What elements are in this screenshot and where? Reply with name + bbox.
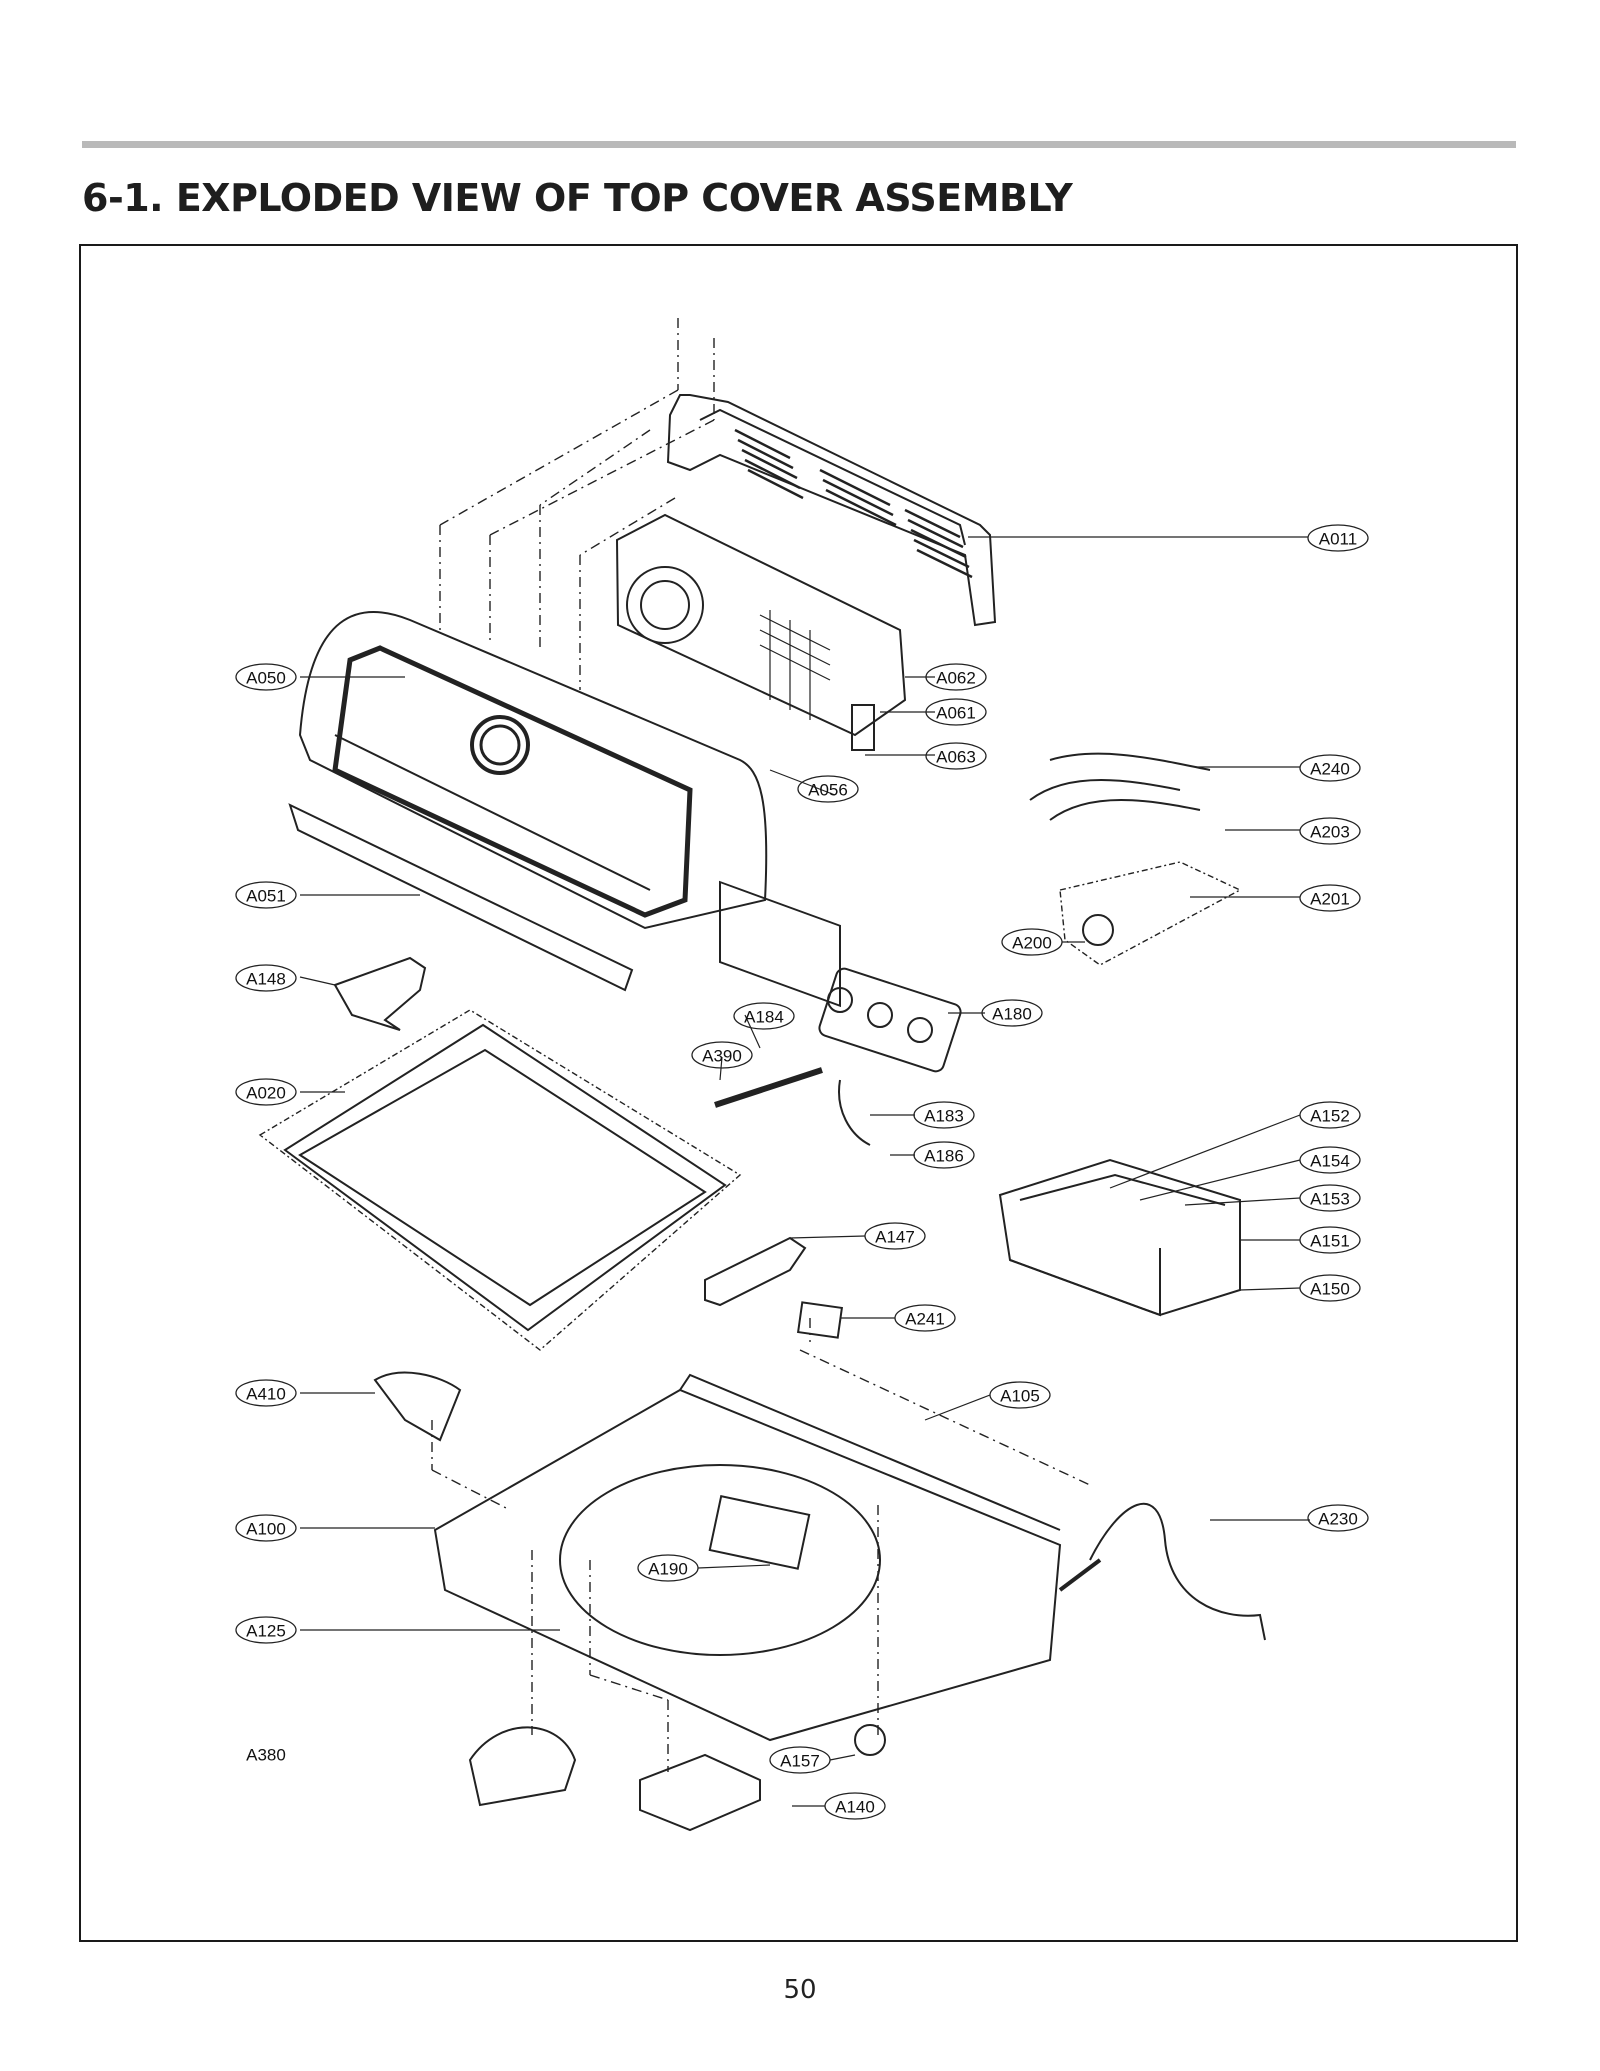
svg-text:A056: A056 bbox=[808, 781, 848, 800]
callout-A020: A020 bbox=[235, 1078, 297, 1106]
svg-text:A200: A200 bbox=[1012, 934, 1052, 953]
callout-A157: A157 bbox=[769, 1746, 831, 1774]
callout-A147: A147 bbox=[864, 1222, 926, 1250]
callout-A190: A190 bbox=[637, 1554, 699, 1582]
callout-A050: A050 bbox=[235, 663, 297, 691]
callout-A410: A410 bbox=[235, 1379, 297, 1407]
svg-text:A151: A151 bbox=[1310, 1232, 1350, 1251]
svg-text:A051: A051 bbox=[246, 887, 286, 906]
callout-A203: A203 bbox=[1299, 817, 1361, 845]
callout-A154: A154 bbox=[1299, 1146, 1361, 1174]
callout-A148: A148 bbox=[235, 964, 297, 992]
callout-A180: A180 bbox=[981, 999, 1043, 1027]
callout-A183: A183 bbox=[913, 1101, 975, 1129]
svg-text:A203: A203 bbox=[1310, 823, 1350, 842]
wire-harness bbox=[1029, 752, 1211, 821]
callout-A380: A380 bbox=[246, 1746, 286, 1765]
svg-text:A100: A100 bbox=[246, 1520, 286, 1539]
fill-cap bbox=[854, 1724, 886, 1756]
svg-text:A157: A157 bbox=[780, 1752, 820, 1771]
power-cord bbox=[1089, 1502, 1266, 1641]
callout-A230: A230 bbox=[1307, 1504, 1369, 1532]
callout-A150: A150 bbox=[1299, 1274, 1361, 1302]
svg-text:A061: A061 bbox=[936, 704, 976, 723]
svg-text:A062: A062 bbox=[936, 669, 976, 688]
svg-text:A150: A150 bbox=[1310, 1280, 1350, 1299]
dispenser-board bbox=[639, 1753, 761, 1832]
water-valve bbox=[714, 967, 962, 1146]
callout-A061: A061 bbox=[925, 698, 987, 726]
svg-text:A241: A241 bbox=[905, 1310, 945, 1329]
callout-A201: A201 bbox=[1299, 884, 1361, 912]
svg-text:A140: A140 bbox=[835, 1798, 875, 1817]
svg-text:A050: A050 bbox=[246, 669, 286, 688]
svg-text:A380: A380 bbox=[246, 1746, 286, 1765]
callout-A153: A153 bbox=[1299, 1184, 1361, 1212]
rear-panel-cover bbox=[666, 394, 997, 627]
pressure-sensor-bracket bbox=[1059, 861, 1242, 966]
svg-text:A147: A147 bbox=[875, 1228, 915, 1247]
callout-A241: A241 bbox=[894, 1304, 956, 1332]
callout-A051: A051 bbox=[235, 881, 297, 909]
diagram-frame bbox=[79, 244, 1518, 1942]
top-cover bbox=[433, 1373, 1062, 1742]
pump-housing bbox=[468, 1726, 577, 1807]
lid-switch bbox=[796, 1301, 844, 1339]
callout-A240: A240 bbox=[1299, 754, 1361, 782]
callout-A100: A100 bbox=[235, 1514, 297, 1542]
svg-text:A125: A125 bbox=[246, 1622, 286, 1641]
callout-A063: A063 bbox=[925, 742, 987, 770]
callout-A140: A140 bbox=[824, 1792, 886, 1820]
callout-A186: A186 bbox=[913, 1141, 975, 1169]
hinge-bracket-left bbox=[333, 956, 427, 1031]
hinge-housing bbox=[373, 1371, 462, 1442]
svg-text:A153: A153 bbox=[1310, 1190, 1350, 1209]
svg-text:A186: A186 bbox=[924, 1147, 964, 1166]
callout-A390: A390 bbox=[691, 1041, 753, 1069]
svg-text:A011: A011 bbox=[1319, 530, 1357, 549]
callout-A152: A152 bbox=[1299, 1101, 1361, 1129]
svg-text:A020: A020 bbox=[246, 1084, 286, 1103]
dispenser-drawer bbox=[998, 1158, 1241, 1317]
lid-assembly bbox=[258, 1009, 742, 1351]
svg-text:A230: A230 bbox=[1318, 1510, 1358, 1529]
callout-A125: A125 bbox=[235, 1616, 297, 1644]
control-panel-frame bbox=[298, 610, 768, 930]
svg-text:A240: A240 bbox=[1310, 760, 1350, 779]
page-title: 6-1. EXPLODED VIEW OF TOP COVER ASSEMBLY bbox=[82, 176, 1073, 220]
svg-text:A148: A148 bbox=[246, 970, 286, 989]
callout-A151: A151 bbox=[1299, 1226, 1361, 1254]
header-rule bbox=[82, 141, 1516, 148]
svg-text:A184: A184 bbox=[744, 1008, 784, 1027]
svg-text:A180: A180 bbox=[992, 1005, 1032, 1024]
control-pcb bbox=[615, 513, 907, 1008]
svg-text:A105: A105 bbox=[1000, 1387, 1040, 1406]
front-trim bbox=[288, 803, 634, 992]
callout-A105: A105 bbox=[989, 1381, 1051, 1409]
svg-text:A183: A183 bbox=[924, 1107, 964, 1126]
svg-text:A410: A410 bbox=[246, 1385, 286, 1404]
svg-text:A190: A190 bbox=[648, 1560, 688, 1579]
callout-A056: A056 bbox=[797, 775, 859, 803]
callout-A200: A200 bbox=[1001, 928, 1063, 956]
svg-text:A152: A152 bbox=[1310, 1107, 1350, 1126]
callout-A062: A062 bbox=[925, 663, 987, 691]
callout-A184: A184 bbox=[733, 1002, 795, 1030]
svg-text:A390: A390 bbox=[702, 1047, 742, 1066]
svg-text:A154: A154 bbox=[1310, 1152, 1350, 1171]
svg-text:A201: A201 bbox=[1310, 890, 1350, 909]
page-number: 50 bbox=[783, 1975, 817, 2005]
svg-text:A063: A063 bbox=[936, 748, 976, 767]
hinge-bracket-right bbox=[704, 1236, 807, 1307]
callout-A011: A011 bbox=[1307, 524, 1369, 552]
